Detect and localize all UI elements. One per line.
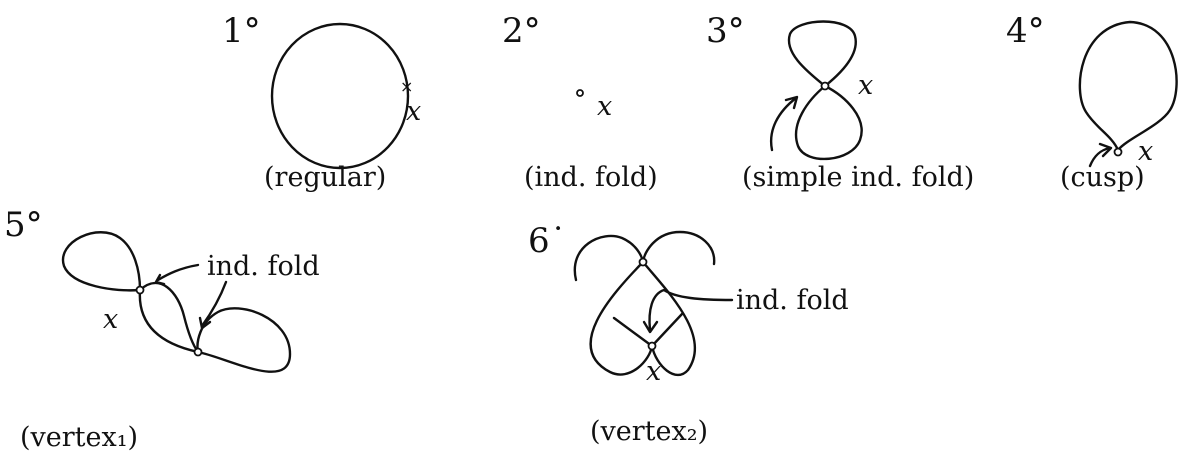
vertex2-pointer-arrowhead	[642, 320, 659, 334]
upper-loop	[787, 20, 857, 88]
tangency-point	[820, 81, 830, 91]
panel-simple-ind-fold: 3° x (simple ind. fold)	[706, 11, 974, 193]
panel-regular: 1° × x (regular)	[222, 11, 421, 193]
figure-number-4: 4°	[1006, 11, 1045, 51]
panel-vertex-2: 6˙ ind. fold x (vertex₂)	[528, 221, 849, 447]
simple-fold-point-label: x	[858, 70, 873, 101]
regular-closed-curve	[270, 22, 410, 170]
cusp-curve	[1078, 20, 1178, 152]
lower-left-lobe	[589, 260, 654, 376]
figure-number-1: 1°	[222, 11, 261, 51]
lower-right-lobe	[641, 260, 696, 377]
caption-simple-ind-fold: (simple ind. fold)	[742, 162, 974, 193]
caption-cusp: (cusp)	[1060, 162, 1145, 193]
vertex-point-upper	[135, 285, 145, 295]
caption-vertex-2: (vertex₂)	[590, 416, 708, 447]
ind-fold-point-label: x	[597, 91, 612, 122]
figure-number-2: 2°	[502, 11, 541, 51]
panel-cusp: 4° x (cusp)	[1006, 11, 1178, 193]
lower-pointer-arrowhead	[198, 316, 212, 330]
lower-loop	[795, 84, 863, 161]
vertex2-annotation: ind. fold	[736, 285, 849, 316]
vertex2-point-upper	[638, 257, 648, 267]
connecting-strand	[138, 282, 200, 354]
caption-vertex-1: (vertex₁)	[20, 422, 138, 453]
caption-ind-fold: (ind. fold)	[524, 162, 658, 193]
vertex2-point-lower	[647, 341, 657, 351]
isolated-point	[576, 89, 584, 97]
regular-point-mark: ×	[400, 77, 413, 96]
outer-left-arc	[573, 234, 645, 282]
vertex1-annotation: ind. fold	[207, 251, 320, 282]
cusp-point	[1113, 147, 1123, 157]
outer-right-arc	[641, 230, 716, 266]
panel-vertex-1: 5° x ind. fold (vertex₁)	[4, 205, 320, 453]
upper-pointer-arrowhead	[154, 273, 166, 286]
figure-number-5: 5°	[4, 205, 43, 245]
lower-pointer-arrow	[200, 280, 228, 328]
regular-point-label: x	[406, 96, 421, 127]
upper-pointer-arrow	[156, 263, 200, 282]
pointer-arrow	[769, 96, 798, 152]
right-loop	[138, 288, 292, 373]
cusp-pointer-arrowhead	[1098, 142, 1113, 158]
panel-ind-fold: 2° x (ind. fold)	[502, 11, 658, 193]
cusp-pointer-arrow	[1088, 146, 1112, 168]
left-loop	[61, 231, 142, 292]
vertex1-point-label: x	[103, 304, 118, 335]
vertex-point-lower	[193, 347, 203, 357]
vertex2-pointer	[648, 288, 734, 332]
figure-number-6: 6˙	[528, 221, 567, 261]
pointer-arrowhead	[784, 95, 799, 110]
cusp-point-label: x	[1138, 136, 1153, 167]
caption-regular: (regular)	[264, 162, 386, 193]
figure-number-3: 3°	[706, 11, 745, 51]
vertex2-point-label: x	[646, 356, 661, 387]
